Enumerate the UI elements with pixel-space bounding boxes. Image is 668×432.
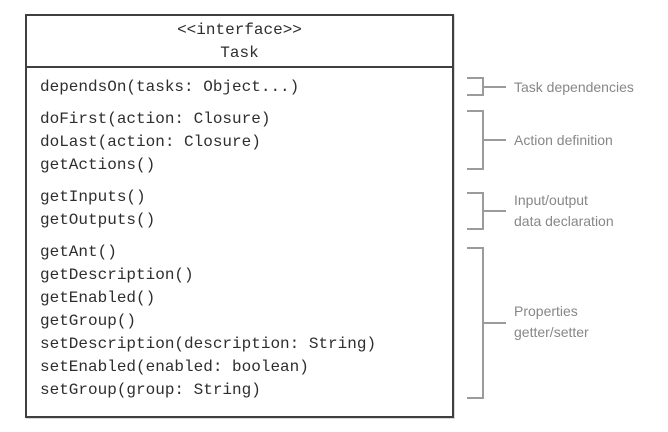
interface-stereotype: <<interface>> (177, 20, 302, 39)
annotation-properties: Properties getter/setter (514, 301, 589, 343)
annotation-line: Task dependencies (514, 79, 634, 95)
method: setDescription(description: String) (40, 335, 377, 353)
method: getOutputs() (40, 211, 156, 229)
interface-name: Task (220, 43, 259, 62)
bracket-action-definition (467, 110, 484, 170)
bracket-input-output (467, 192, 484, 230)
method: setGroup(group: String) (40, 381, 261, 399)
annotation-line: Properties (514, 303, 578, 319)
bracket-task-dependencies (467, 77, 484, 96)
bracket-tick (484, 210, 506, 212)
method: getAnt() (40, 243, 117, 261)
method-group-properties: getAnt() getDescription() getEnabled() g… (40, 241, 452, 402)
method-group-task-dependencies: dependsOn(tasks: Object...) (40, 76, 452, 99)
annotation-line: Input/output (514, 192, 588, 208)
method: doFirst(action: Closure) (40, 110, 271, 128)
bracket-tick (484, 139, 506, 141)
annotation-line: data declaration (514, 213, 614, 229)
bracket-tick (484, 86, 506, 88)
interface-methods: dependsOn(tasks: Object...) doFirst(acti… (27, 68, 452, 402)
interface-box: <<interface>> Task dependsOn(tasks: Obje… (25, 14, 454, 418)
bracket-properties (467, 247, 484, 399)
annotation-line: Action definition (514, 132, 613, 148)
method: getInputs() (40, 188, 146, 206)
method: getEnabled() (40, 289, 156, 307)
method: getActions() (40, 156, 156, 174)
method: getGroup() (40, 312, 137, 330)
annotation-task-dependencies: Task dependencies (514, 77, 634, 98)
method: doLast(action: Closure) (40, 133, 261, 151)
method-group-input-output: getInputs() getOutputs() (40, 186, 452, 232)
interface-header: <<interface>> Task (27, 16, 452, 68)
annotation-input-output: Input/output data declaration (514, 190, 614, 232)
method-group-action-definition: doFirst(action: Closure) doLast(action: … (40, 108, 452, 177)
annotation-action-definition: Action definition (514, 130, 613, 151)
method: getDescription() (40, 266, 194, 284)
annotation-line: getter/setter (514, 324, 589, 340)
method: setEnabled(enabled: boolean) (40, 358, 309, 376)
method: dependsOn(tasks: Object...) (40, 78, 300, 96)
bracket-tick (484, 322, 506, 324)
